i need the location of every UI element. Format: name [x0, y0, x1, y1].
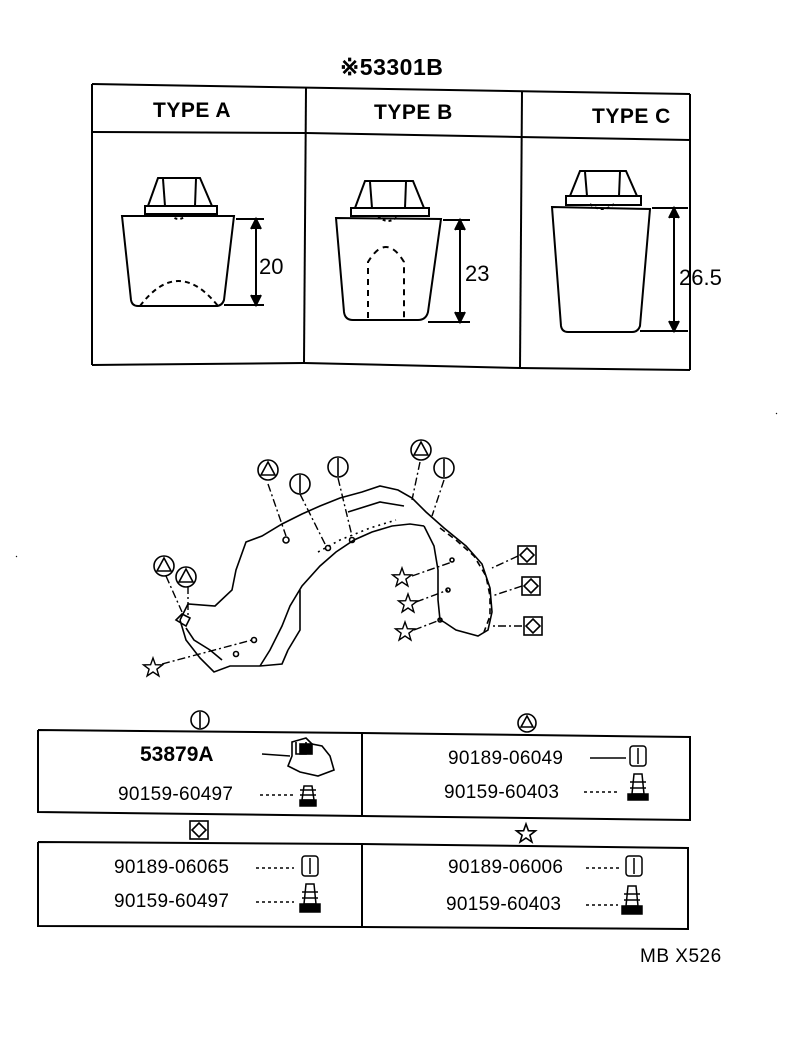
- part-number-screw: 90159-60403: [444, 782, 560, 803]
- marker-star: [141, 565, 420, 678]
- legend-header-symbols: [189, 710, 538, 844]
- type-c-label: TYPE C: [592, 105, 671, 128]
- part-number-nut: 90189-06065: [114, 857, 230, 878]
- push-nut-icon: [301, 855, 319, 877]
- retainer-bracket-icon: [286, 737, 335, 777]
- marker-circle-triangle: [153, 439, 432, 588]
- part-number-retainer: 53879A: [140, 743, 214, 766]
- clip-type-c-drawing: [550, 170, 688, 334]
- type-b-label: TYPE B: [374, 101, 453, 124]
- scan-specks: [15, 412, 778, 558]
- part-number-nut: 90189-06006: [448, 857, 564, 878]
- clip-type-b-drawing: [334, 180, 470, 325]
- push-nut-icon: [625, 855, 643, 877]
- clip-type-table: [91, 83, 691, 371]
- marker-circle-bar: [289, 456, 455, 495]
- screw-icon: [299, 785, 317, 807]
- drawing-title: ※53301B: [340, 54, 444, 80]
- part-number-nut: 90189-06049: [448, 748, 564, 769]
- type-c-height: 26.5: [679, 265, 722, 290]
- type-b-height: 23: [465, 261, 490, 286]
- type-a-height: 20: [259, 254, 284, 279]
- screw-icon: [627, 773, 649, 801]
- fender-liner-drawing: [174, 485, 493, 673]
- part-number-screw: 90159-60497: [114, 891, 230, 912]
- fender-leader-lines: [161, 461, 523, 665]
- part-number-screw: 90159-60403: [446, 894, 562, 915]
- type-a-label: TYPE A: [153, 99, 232, 122]
- screw-icon: [621, 885, 643, 915]
- drawing-code: MB X526: [640, 946, 722, 967]
- marker-square-diamond: [517, 545, 543, 636]
- legend-table: [37, 729, 691, 931]
- part-number-screw: 90159-60497: [118, 784, 234, 805]
- legend-part-leaders: [256, 753, 626, 906]
- screw-icon: [299, 883, 321, 913]
- clip-type-a-drawing: [120, 177, 264, 308]
- push-nut-icon: [629, 745, 647, 767]
